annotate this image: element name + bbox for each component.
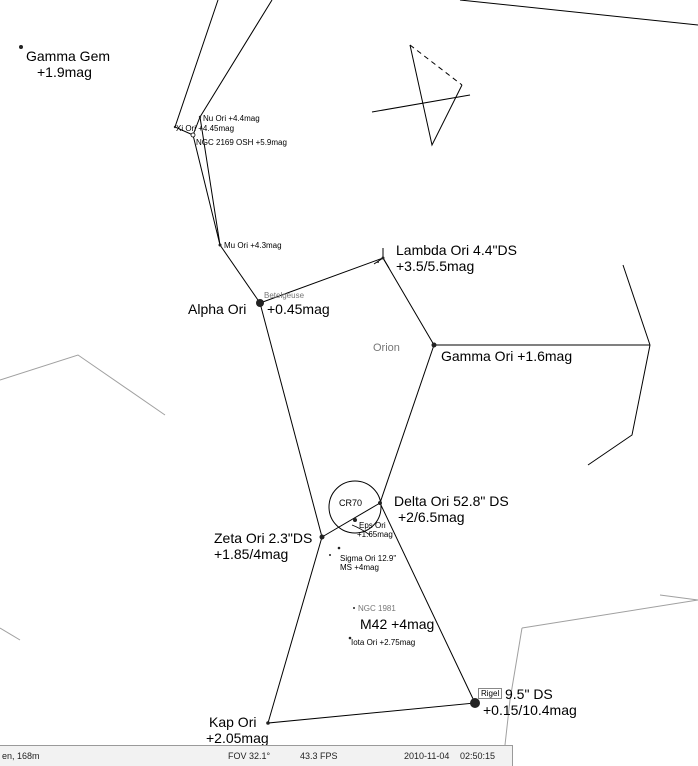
star-misc-2 <box>377 261 379 263</box>
star-iota-ori[interactable] <box>348 636 352 640</box>
lambda-ori-mag: +3.5/5.5mag <box>396 258 475 275</box>
eps-ori-name: Eps Ori <box>359 521 386 530</box>
star-misc-1 <box>329 554 331 556</box>
orion-constellation-lines <box>174 0 698 724</box>
status-date: 2010-11-04 <box>404 751 450 761</box>
star-delta-ori[interactable] <box>378 501 382 505</box>
status-fps: 43.3 FPS <box>300 751 338 761</box>
status-fov: FOV 32.1° <box>228 751 271 761</box>
eps-ori-mag: +1.65mag <box>357 530 393 540</box>
sigma-ori-mag: MS +4mag <box>340 563 379 573</box>
rigel-ds-label: 9.5" DS <box>505 686 553 702</box>
iota-ori-label: Iota Ori +2.75mag <box>351 638 416 647</box>
cr70-circle[interactable] <box>328 480 382 534</box>
gamma-gem-name: Gamma Gem <box>26 48 111 64</box>
zeta-ori-mag: +1.85/4mag <box>214 546 289 563</box>
status-time: 02:50:15 <box>460 751 496 761</box>
gamma-ori-label: Gamma Ori +1.6mag <box>441 348 573 364</box>
xi-ori-label: Xi Ori +4.45mag <box>176 124 235 133</box>
star-eps-ori[interactable] <box>353 518 357 522</box>
kap-ori-mag: +2.05mag <box>206 730 269 747</box>
status-location: en, 168m <box>2 751 40 761</box>
cr70-label: CR70 <box>339 498 363 508</box>
rigel-label: Rigel <box>478 688 503 700</box>
delta-ori-label: Delta Ori 52.8" DS +2/6.5mag <box>394 493 509 525</box>
constellation-name: Orion <box>373 342 400 354</box>
neighbor-constellation-lines <box>0 354 698 746</box>
ngc2169-marker[interactable] <box>190 132 196 138</box>
stars <box>19 45 480 725</box>
eps-ori-label: Eps Ori +1.65mag <box>357 521 393 539</box>
gamma-gem-mag: +1.9mag <box>37 64 92 81</box>
delta-ori-name: Delta Ori 52.8" DS <box>394 493 509 509</box>
star-xi-ori[interactable] <box>173 125 177 129</box>
delta-ori-mag: +2/6.5mag <box>398 509 465 526</box>
kap-ori-label: Kap Ori +2.05mag <box>206 714 269 746</box>
star-gamma-ori[interactable] <box>431 342 437 348</box>
nu-ori-label: Nu Ori +4.4mag <box>203 114 260 123</box>
status-bar: en, 168m FOV 32.1° 43.3 FPS 2010-11-04 0… <box>0 745 513 766</box>
star-mu-ori[interactable] <box>218 243 222 247</box>
star-gamma-gem[interactable] <box>19 45 23 49</box>
m42-label: M42 +4mag <box>360 616 435 632</box>
zeta-ori-name: Zeta Ori 2.3"DS <box>214 530 313 546</box>
zeta-ori-label: Zeta Ori 2.3"DS +1.85/4mag <box>214 530 312 562</box>
star-kap-ori[interactable] <box>266 721 270 725</box>
star-sigma-ori[interactable] <box>337 546 341 550</box>
sigma-ori-label: Sigma Ori 12.9" MS +4mag <box>340 554 396 572</box>
ngc1981-label: NGC 1981 <box>358 604 396 613</box>
alpha-ori-mag: +0.45mag <box>267 301 330 317</box>
star-rigel[interactable] <box>470 698 480 708</box>
lambda-ori-label: Lambda Ori 4.4"DS +3.5/5.5mag <box>396 242 517 274</box>
sigma-ori-name: Sigma Ori 12.9" <box>340 554 397 563</box>
star-ngc1981[interactable] <box>353 607 355 609</box>
gamma-gem-label: Gamma Gem +1.9mag <box>26 48 110 80</box>
mu-ori-label: Mu Ori +4.3mag <box>224 241 282 250</box>
star-nu-ori[interactable] <box>198 115 202 119</box>
star-lambda-ori[interactable] <box>381 256 385 260</box>
alpha-ori-name: Alpha Ori <box>188 301 247 317</box>
kap-ori-name: Kap Ori <box>209 714 257 730</box>
rigel-mag-label: +0.15/10.4mag <box>483 702 577 718</box>
star-zeta-ori[interactable] <box>319 534 325 540</box>
betelgeuse-label: Betelgeuse <box>264 291 305 300</box>
lambda-ori-name: Lambda Ori 4.4"DS <box>396 242 517 258</box>
star-betelgeuse[interactable] <box>256 299 264 307</box>
ngc2169-label: NGC 2169 OSH +5.9mag <box>196 138 287 147</box>
